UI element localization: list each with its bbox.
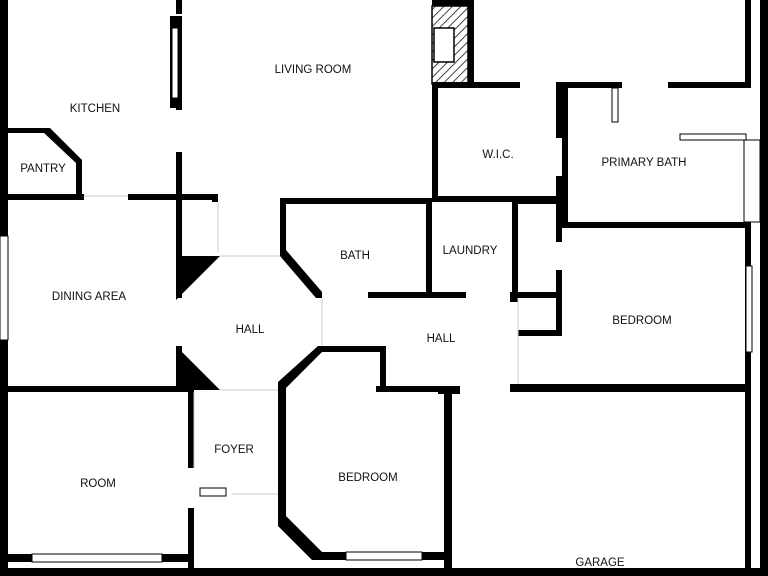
room-labels: LIVING ROOM KITCHEN PANTRY W.I.C. PRIMAR… [20, 64, 686, 569]
right-lower-wall [745, 226, 751, 576]
windows [0, 27, 761, 563]
label-room: ROOM [80, 478, 116, 490]
label-bath: BATH [340, 250, 370, 262]
upper-right-wall [745, 0, 751, 86]
bedroom-window [345, 551, 423, 561]
label-garage: GARAGE [575, 557, 625, 569]
primary-bath-shelf [679, 133, 747, 141]
interior-walls [8, 0, 751, 576]
primary-bath-fixture [611, 87, 619, 123]
label-primary-bath: PRIMARY BATH [602, 157, 687, 169]
label-foyer: FOYER [214, 444, 254, 456]
label-kitchen: KITCHEN [70, 103, 120, 115]
kitchen-window [171, 27, 179, 99]
right-exterior-wall [760, 0, 768, 576]
label-dining-area: DINING AREA [52, 291, 126, 303]
dining-window [0, 235, 9, 341]
label-bedroom-right: BEDROOM [612, 315, 671, 327]
bottom-exterior-wall [0, 568, 768, 576]
label-living-room: LIVING ROOM [275, 64, 352, 76]
openings [84, 195, 519, 495]
label-bedroom-bottom: BEDROOM [338, 472, 397, 484]
label-laundry: LAUNDRY [443, 245, 498, 257]
bedroom-right-window [745, 265, 753, 353]
room-window [31, 553, 163, 563]
primary-bath-window [743, 139, 761, 223]
fireplace [431, 0, 470, 85]
label-wic: W.I.C. [482, 149, 513, 161]
label-hall-right: HALL [427, 333, 456, 345]
label-hall-left: HALL [236, 324, 265, 336]
foyer-window [199, 487, 227, 497]
label-pantry: PANTRY [20, 163, 66, 175]
